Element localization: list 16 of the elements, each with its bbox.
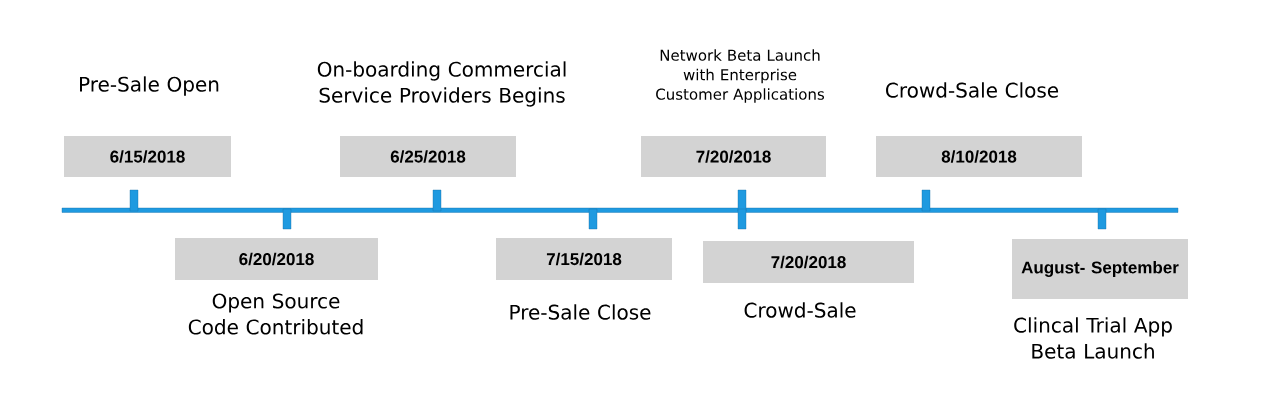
event-title: Open Source Code Contributed (188, 293, 363, 335)
event-title: Clincal Trial App Beta Launch (1014, 317, 1172, 359)
date-box: 6/25/2018 (340, 136, 516, 177)
event-title: Crowd-Sale (744, 302, 856, 318)
date-box: 6/15/2018 (64, 136, 231, 177)
date-box: 7/15/2018 (496, 238, 672, 280)
date-box: 8/10/2018 (876, 136, 1082, 177)
date-box: August- September (1012, 239, 1188, 299)
date-box: 6/20/2018 (175, 238, 378, 280)
date-box: 7/20/2018 (641, 136, 826, 177)
date-box: 7/20/2018 (703, 241, 914, 283)
event-title: Pre-Sale Close (510, 304, 651, 320)
event-title: Pre-Sale Open (80, 76, 219, 96)
event-title: Crowd-Sale Close (886, 82, 1059, 98)
event-title: Network Beta Launch with Enterprise Customer Applications (656, 49, 824, 103)
event-title: On-boarding Commercial Service Providers Begins (317, 61, 566, 107)
